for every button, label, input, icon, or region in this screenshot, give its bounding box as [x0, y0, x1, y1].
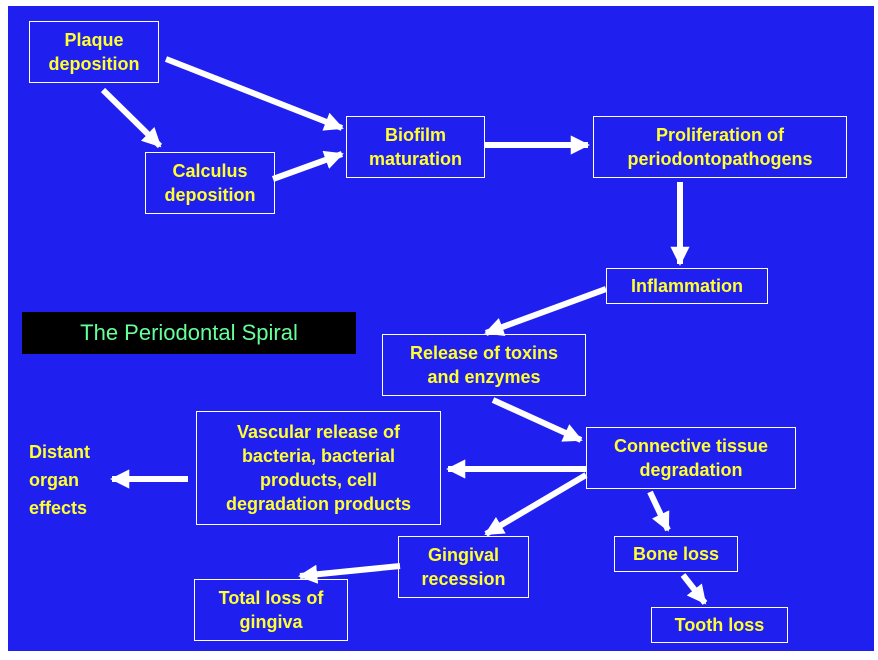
arrow-bone-loss-to-tooth-loss — [680, 573, 708, 605]
arrow-connective-to-bone-loss — [647, 490, 671, 532]
node-connective-tissue-degradation: Connective tissue degradation — [586, 427, 796, 489]
arrow-inflammation-to-toxins — [484, 286, 608, 337]
node-proliferation-of-periodontopathogens: Proliferation of periodontopathogens — [593, 116, 847, 178]
node-distant-organ-effects: Distant organ effects — [29, 442, 91, 518]
arrow-calculus-to-biofilm — [271, 150, 344, 182]
node-calculus-deposition: Calculus deposition — [145, 152, 275, 214]
node-plaque-deposition: Plaque deposition — [29, 21, 159, 83]
arrow-plaque-to-calculus — [100, 87, 163, 149]
node-total-loss-of-gingiva: Total loss of gingiva — [194, 579, 348, 641]
arrow-connective-to-gingival — [484, 472, 588, 537]
slide-background: Plaque deposition Calculus deposition Bi… — [8, 6, 874, 651]
node-release-of-toxins-and-enzymes: Release of toxins and enzymes — [382, 334, 586, 396]
node-gingival-recession: Gingival recession — [398, 536, 529, 598]
node-bone-loss: Bone loss — [614, 536, 738, 572]
node-vascular-release: Vascular release of bacteria, bacterial … — [196, 411, 441, 525]
node-inflammation: Inflammation — [606, 268, 768, 304]
arrow-plaque-to-biofilm — [164, 56, 344, 131]
arrow-toxins-to-connective — [491, 397, 583, 443]
title-the-periodontal-spiral: The Periodontal Spiral — [22, 312, 356, 354]
arrow-layer — [100, 56, 708, 605]
arrow-gingival-to-total-loss — [298, 563, 401, 584]
node-biofilm-maturation: Biofilm maturation — [346, 116, 485, 178]
node-tooth-loss: Tooth loss — [651, 607, 788, 643]
